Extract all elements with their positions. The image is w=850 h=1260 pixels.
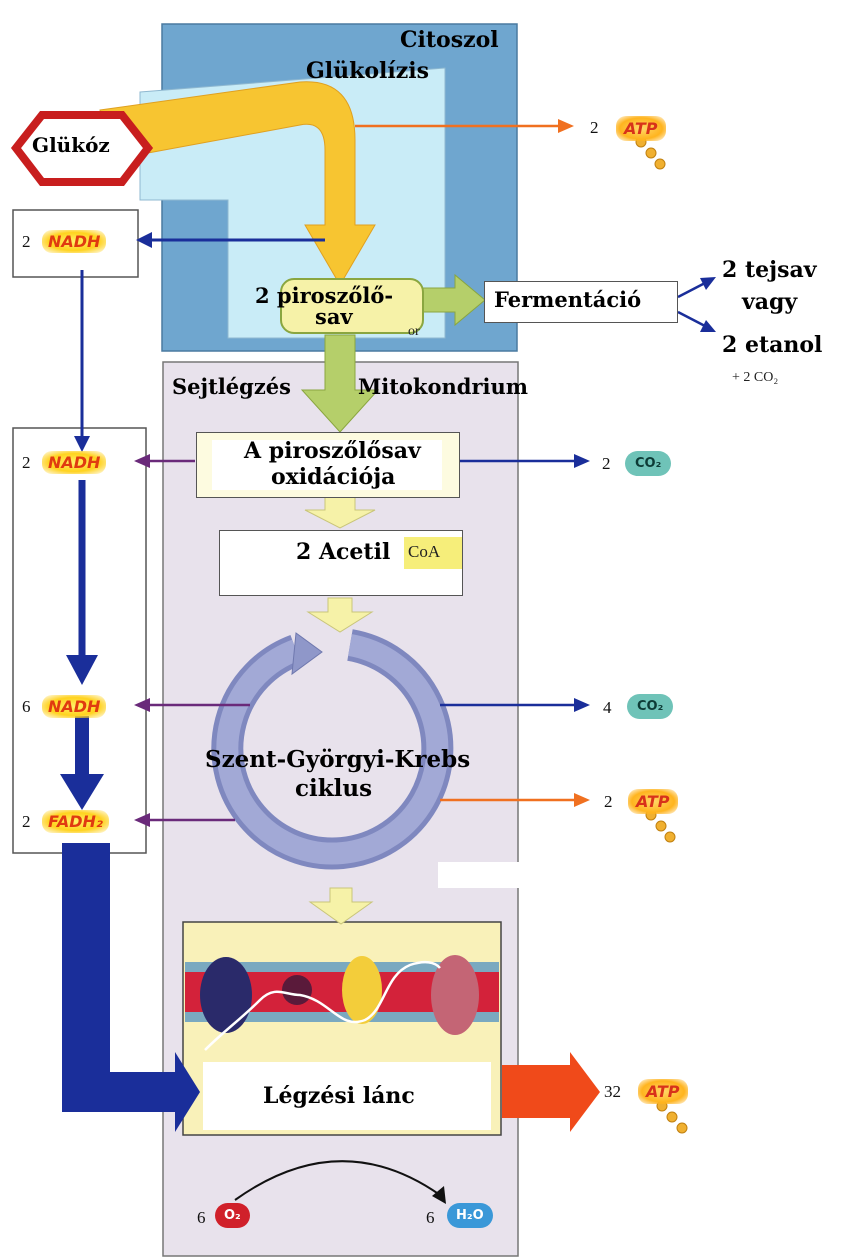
ox-co2-badge: CO₂ [625,451,672,476]
cytosol-label: Citoszol [400,27,499,53]
co2-note: + 2 CO₂ [732,370,779,385]
fermentation-label: Fermentáció [494,287,642,312]
pyruvate-down-arrow [300,334,380,433]
ox-co2-count: 2 [602,454,611,473]
lactic-acid-label: 2 tejsav [722,257,817,283]
or-word-label: vagy [742,289,798,315]
ox-nadh-count: 2 [22,453,31,472]
krebs-cycle-ring [211,629,454,870]
ethanol-label: 2 etanol [722,332,823,358]
complex-four [431,955,479,1035]
chain-label: Légzési lánc [263,1083,415,1109]
complex-one [200,957,252,1033]
chain-label-box [203,1062,491,1130]
glycolysis-arrow [99,81,376,286]
h2o-badge: H₂O [447,1203,493,1228]
krebs-atp-badge: ATP [628,789,678,814]
acetyl-label: 2 Acetil [296,539,391,565]
glyco-atp-badge: ATP [616,116,666,141]
krebs-label-line1: Szent-Györgyi-Krebs [205,746,471,773]
glyco-atp-count: 2 [590,118,599,137]
krebs-co2-count: 4 [603,698,612,717]
chain-atp-arrow [502,1052,600,1132]
krebs-fadh-badge: FADH₂ [42,810,109,833]
h2o-count: 6 [426,1208,435,1227]
glyco-nadh-badge: NADH [42,230,107,253]
krebs-nadh-count: 6 [22,697,31,716]
pyruvate-label-line1: 2 piroszőlő- [255,283,394,308]
ox-nadh-badge: NADH [42,451,107,474]
fermentation-box [484,281,678,323]
mitochondrion-label: Mitokondrium [358,374,528,399]
chain-atp-badge: ATP [638,1079,688,1104]
glyco-nadh-count: 2 [22,232,31,251]
krebs-label-line2: ciklus [295,775,373,802]
coa-tag: CoA [404,537,462,569]
pyruvate-label-line2: sav [315,304,353,329]
pyruvate-oxidation-line2: oxidációja [271,464,396,490]
complex-three [342,956,382,1024]
respiration-label: Sejtlégzés [172,374,291,399]
pyruvate-oxidation-line1: A piroszőlősav [244,438,421,464]
glucose-label: Glükóz [32,133,110,157]
electron-carrier-arrow [62,843,200,1132]
glycolysis-label: Glükolízis [306,58,430,84]
krebs-fadh-count: 2 [22,812,31,831]
o2-badge: O₂ [215,1203,250,1228]
complex-two [282,975,312,1005]
o2-count: 6 [197,1208,206,1227]
pyruvate-box [280,278,424,334]
chain-atp-count: 32 [604,1082,621,1101]
krebs-co2-badge: CO₂ [627,694,674,719]
krebs-atp-count: 2 [604,792,613,811]
or-label: or [408,324,420,339]
krebs-nadh-badge: NADH [42,695,107,718]
